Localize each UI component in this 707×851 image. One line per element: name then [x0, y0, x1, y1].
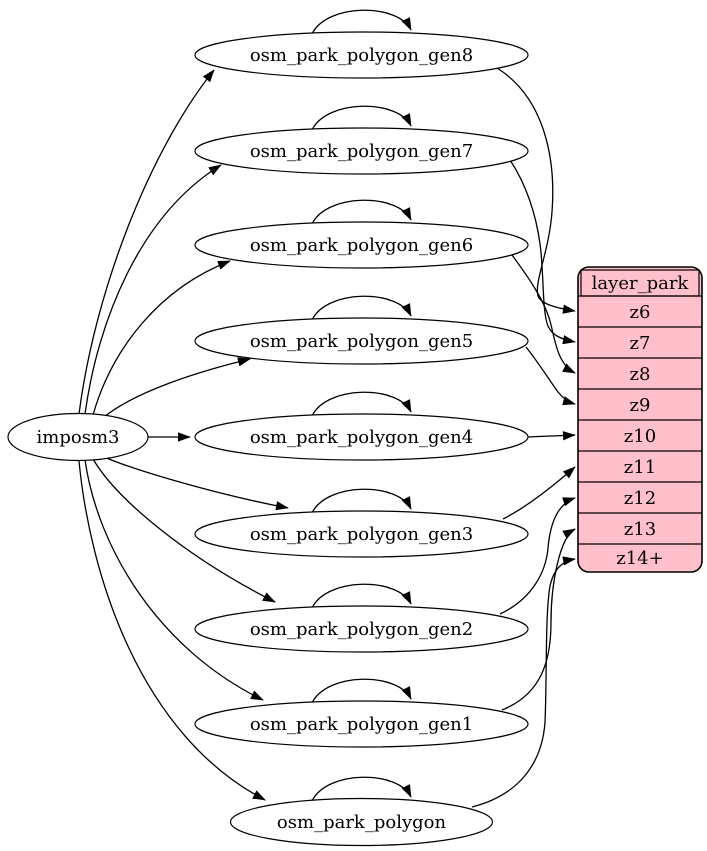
self-loop-polygon — [311, 776, 412, 802]
edge-gen8-to-z6 — [496, 67, 575, 311]
self-loop-gen4 — [311, 391, 412, 417]
edge-imposm3-to-gen5 — [103, 359, 250, 418]
self-loop-gen3 — [311, 488, 412, 514]
edge-polygon-to-z14 — [471, 559, 575, 808]
node-osm-park-polygon-gen4: osm_park_polygon_gen4 — [194, 413, 529, 461]
self-loop-gen7 — [311, 105, 412, 131]
row-z9: z9 — [630, 395, 651, 416]
edges-from-imposm3 — [78, 70, 288, 801]
row-z10: z10 — [624, 426, 656, 447]
self-loop-gen2 — [311, 583, 412, 609]
row-z13: z13 — [624, 519, 656, 540]
row-z7: z7 — [630, 333, 651, 354]
edge-imposm3-to-gen2 — [92, 458, 275, 603]
gen7-label: osm_park_polygon_gen7 — [250, 141, 473, 162]
node-osm-park-polygon-gen8: osm_park_polygon_gen8 — [194, 31, 529, 79]
imposm3-ellipse — [7, 412, 149, 462]
gen1-ellipse — [194, 700, 529, 748]
self-loop-gen8 — [311, 9, 412, 35]
node-osm-park-polygon-gen7: osm_park_polygon_gen7 — [194, 127, 529, 175]
row-z6: z6 — [630, 302, 651, 323]
node-osm-park-polygon-gen2: osm_park_polygon_gen2 — [194, 605, 529, 653]
gen2-ellipse — [194, 605, 529, 653]
edge-imposm3-to-gen8 — [78, 70, 214, 415]
table-layer-park: layer_park z6 z7 z8 z9 z10 z11 z12 z13 z… — [577, 266, 703, 573]
edge-gen7-to-z7 — [509, 159, 575, 342]
gen4-label: osm_park_polygon_gen4 — [250, 427, 473, 448]
edge-gen5-to-z9 — [525, 346, 575, 404]
gen6-ellipse — [194, 221, 529, 269]
gen6-label: osm_park_polygon_gen6 — [250, 235, 473, 256]
edge-imposm3-to-gen1 — [84, 459, 263, 701]
self-loops — [311, 9, 412, 802]
polygon-label: osm_park_polygon — [277, 812, 447, 833]
edge-imposm3-to-gen6 — [92, 260, 230, 416]
gen5-label: osm_park_polygon_gen5 — [250, 331, 473, 352]
edge-gen2-to-z12 — [499, 497, 575, 615]
row-z8: z8 — [630, 364, 651, 385]
gen1-label: osm_park_polygon_gen1 — [250, 714, 473, 735]
edge-imposm3-to-polygon — [78, 460, 265, 801]
node-imposm3: imposm3 — [7, 412, 149, 462]
self-loop-gen5 — [311, 295, 412, 321]
edge-imposm3-to-gen7 — [84, 164, 221, 415]
row-z11: z11 — [624, 457, 656, 478]
edge-imposm3-to-gen3 — [103, 456, 288, 508]
gen8-label: osm_park_polygon_gen8 — [250, 45, 473, 66]
edge-gen1-to-z13 — [501, 528, 575, 711]
imposm3-label: imposm3 — [37, 427, 120, 448]
node-osm-park-polygon-gen6: osm_park_polygon_gen6 — [194, 221, 529, 269]
gen7-ellipse — [194, 127, 529, 175]
node-osm-park-polygon-gen1: osm_park_polygon_gen1 — [194, 700, 529, 748]
row-z14plus: z14+ — [616, 548, 663, 569]
self-loop-gen6 — [311, 199, 412, 225]
node-osm-park-polygon: osm_park_polygon — [229, 797, 494, 847]
gen2-label: osm_park_polygon_gen2 — [250, 619, 473, 640]
node-osm-park-polygon-gen5: osm_park_polygon_gen5 — [194, 317, 529, 365]
gen5-ellipse — [194, 317, 529, 365]
layer-park-title: layer_park — [592, 273, 690, 294]
gen3-label: osm_park_polygon_gen3 — [250, 524, 473, 545]
self-loop-gen1 — [311, 678, 412, 704]
gen8-ellipse — [194, 31, 529, 79]
row-z12: z12 — [624, 488, 656, 509]
edge-gen3-to-z11 — [502, 467, 575, 520]
edge-gen6-to-z8 — [511, 254, 575, 374]
gen4-ellipse — [194, 413, 529, 461]
node-osm-park-polygon-gen3: osm_park_polygon_gen3 — [194, 510, 529, 558]
edges-to-layer-park — [471, 67, 575, 808]
edge-gen4-to-z10 — [527, 435, 575, 437]
polygon-ellipse — [229, 797, 494, 847]
gen3-ellipse — [194, 510, 529, 558]
